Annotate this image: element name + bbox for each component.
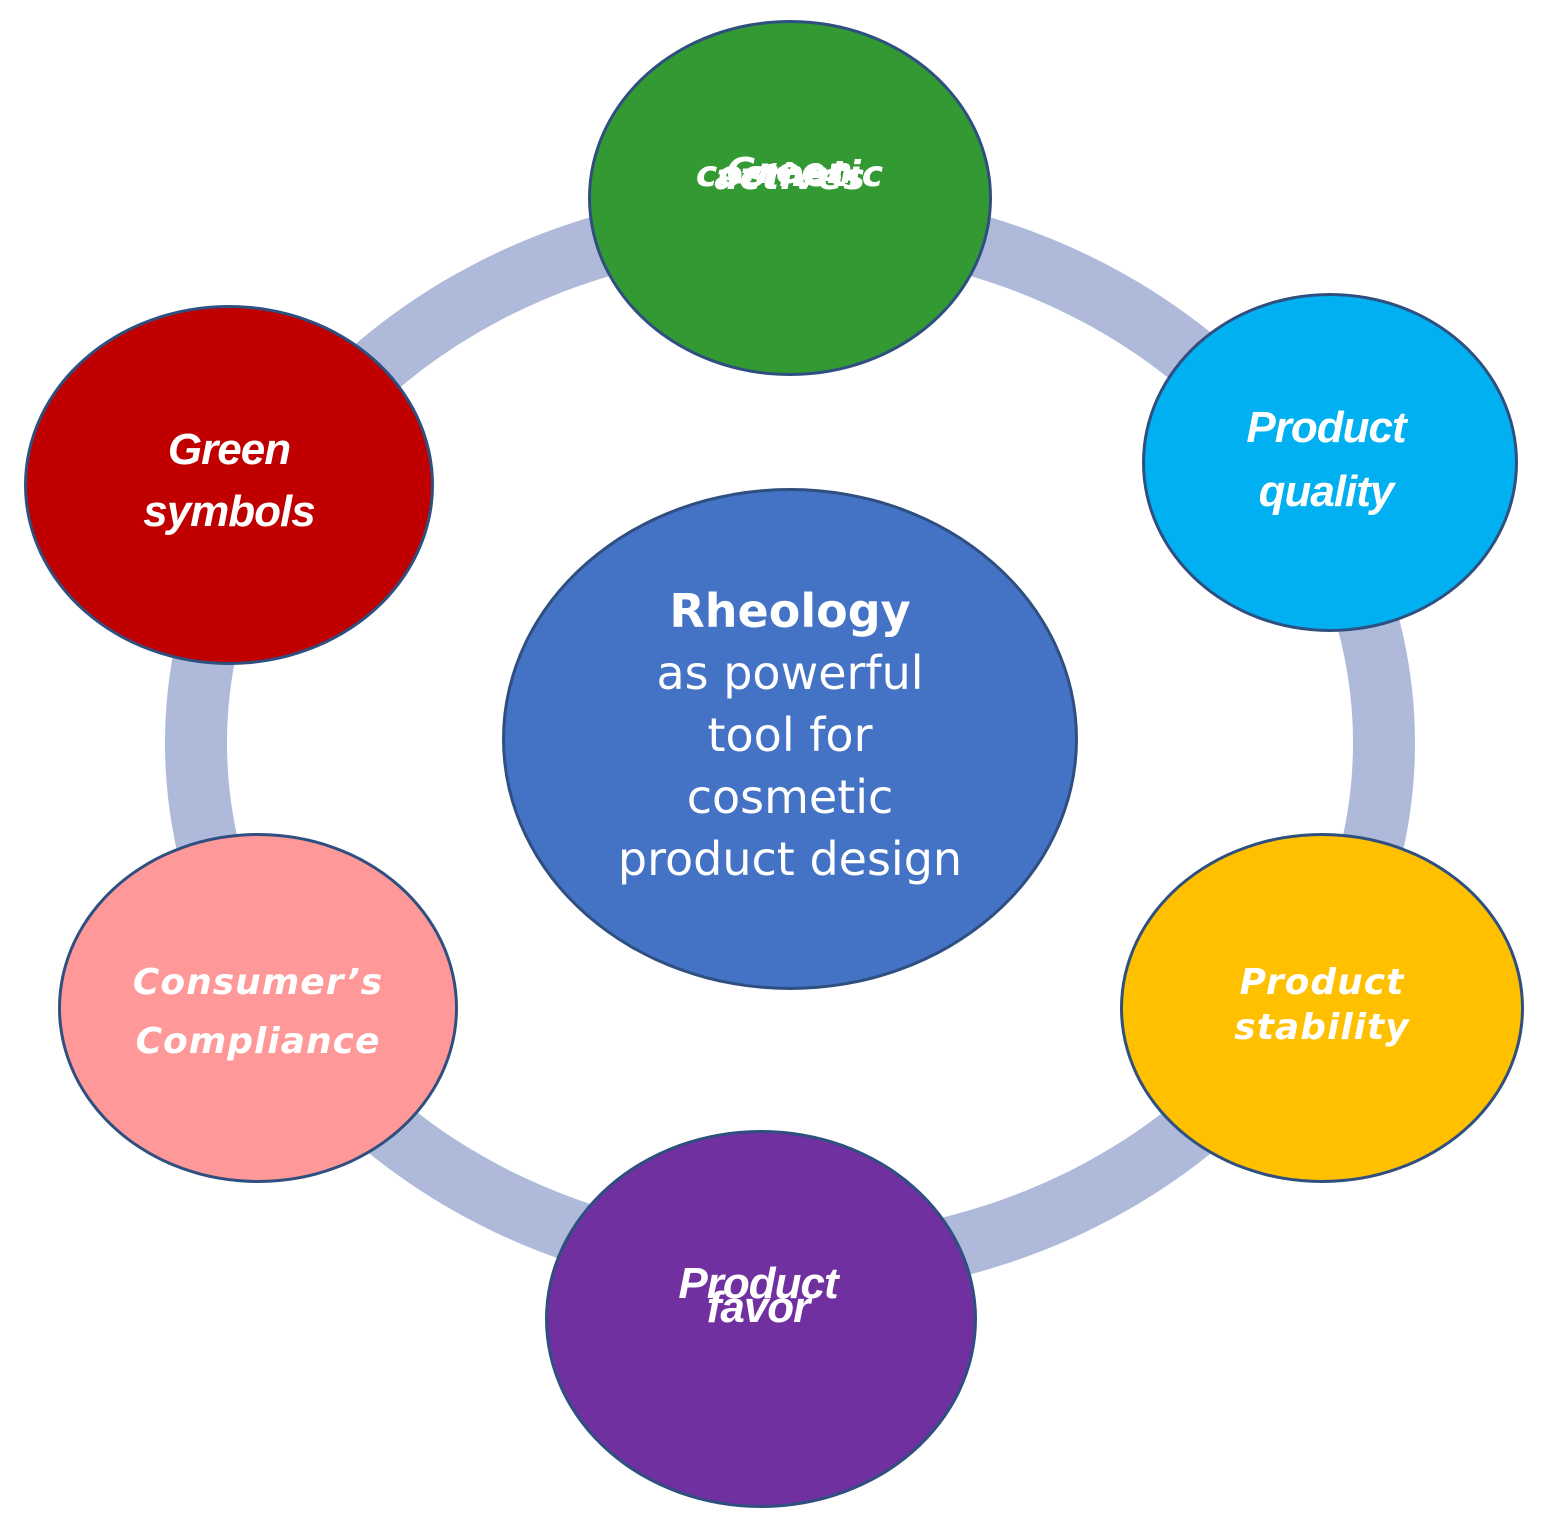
node-label-line: Product bbox=[1239, 962, 1405, 1003]
node-label-line: Compliance bbox=[135, 1021, 381, 1062]
node-consumers-compliance: Consumer’s Compliance bbox=[58, 833, 458, 1183]
node-label-line: Product bbox=[678, 1259, 838, 1308]
node-green-cosmetic-actives: Green cosmetic actives bbox=[588, 20, 992, 376]
center-text-line: product design bbox=[617, 832, 963, 886]
center-text-line: as powerful bbox=[656, 646, 924, 700]
node-product-stability: Product stability bbox=[1120, 833, 1524, 1183]
node-label-line: Green bbox=[167, 425, 291, 474]
node-label-line: favor bbox=[706, 1283, 811, 1332]
node-label-line: Green bbox=[726, 150, 854, 192]
node-green-symbols: Green symbols bbox=[24, 305, 434, 665]
node-label-line: cosmetic bbox=[695, 153, 885, 195]
center-text-line: cosmetic bbox=[686, 770, 894, 824]
node-label-line: symbols bbox=[143, 487, 316, 536]
node-product-quality: Product quality bbox=[1142, 293, 1518, 632]
center-heading: Rheology bbox=[669, 584, 911, 638]
center-text-line: tool for bbox=[707, 708, 873, 762]
node-label-line: Consumer’s bbox=[132, 962, 384, 1003]
node-product-favor: Product favor bbox=[545, 1130, 977, 1508]
node-label-line: quality bbox=[1258, 466, 1395, 516]
center-node-rheology: Rheology as powerful tool for cosmetic p… bbox=[502, 488, 1078, 990]
node-label-line: Product bbox=[1246, 402, 1406, 452]
node-label-line: actives bbox=[714, 156, 866, 198]
node-label-line: stability bbox=[1234, 1007, 1410, 1048]
